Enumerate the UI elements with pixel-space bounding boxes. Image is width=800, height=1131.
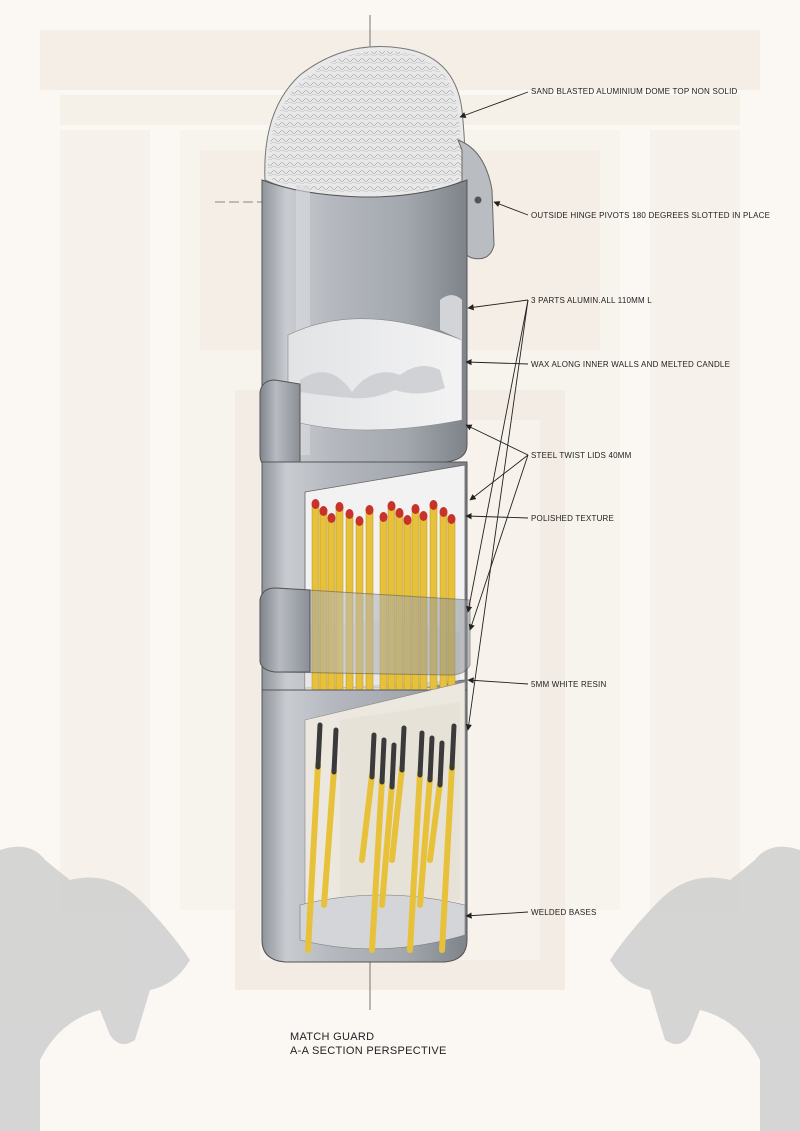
callout-parts: 3 PARTS ALUMIN.ALL 110MM L <box>531 296 652 305</box>
caption-title: MATCH GUARD <box>290 1031 375 1043</box>
burnt-match <box>417 735 435 908</box>
steel-twist-lid-lower <box>259 587 471 676</box>
lion-silhouette-right <box>610 846 800 1131</box>
burnt-match <box>369 737 387 953</box>
callout-resin: 5MM WHITE RESIN <box>531 680 607 689</box>
callout-hinge: OUTSIDE HINGE PIVOTS 180 DEGREES SLOTTED… <box>531 211 771 220</box>
callout-texture: POLISHED TEXTURE <box>531 514 615 523</box>
lion-silhouette-left <box>0 846 190 1131</box>
burnt-match <box>427 740 445 863</box>
welded-base <box>299 894 466 950</box>
burnt-match <box>389 725 407 863</box>
burnt-match <box>305 722 323 953</box>
callout-leaders <box>459 91 529 919</box>
callout-bases: WELDED BASES <box>531 908 597 917</box>
burnt-match <box>359 732 377 863</box>
dome-top <box>264 46 466 199</box>
burnt-match <box>379 742 397 908</box>
caption-subtitle: A-A SECTION PERSPECTIVE <box>290 1045 447 1057</box>
burnt-match <box>407 730 425 953</box>
burnt-matches <box>305 722 457 953</box>
steel-twist-lid-upper <box>259 379 301 471</box>
callout-dome-top: SAND BLASTED ALUMINIUM DOME TOP NON SOLI… <box>531 87 738 96</box>
burnt-match <box>439 723 457 953</box>
callout-wax: WAX ALONG INNER WALLS AND MELTED CANDLE <box>531 360 731 369</box>
burnt-match <box>321 727 339 908</box>
callout-lids: STEEL TWIST LIDS 40MM <box>531 451 632 460</box>
